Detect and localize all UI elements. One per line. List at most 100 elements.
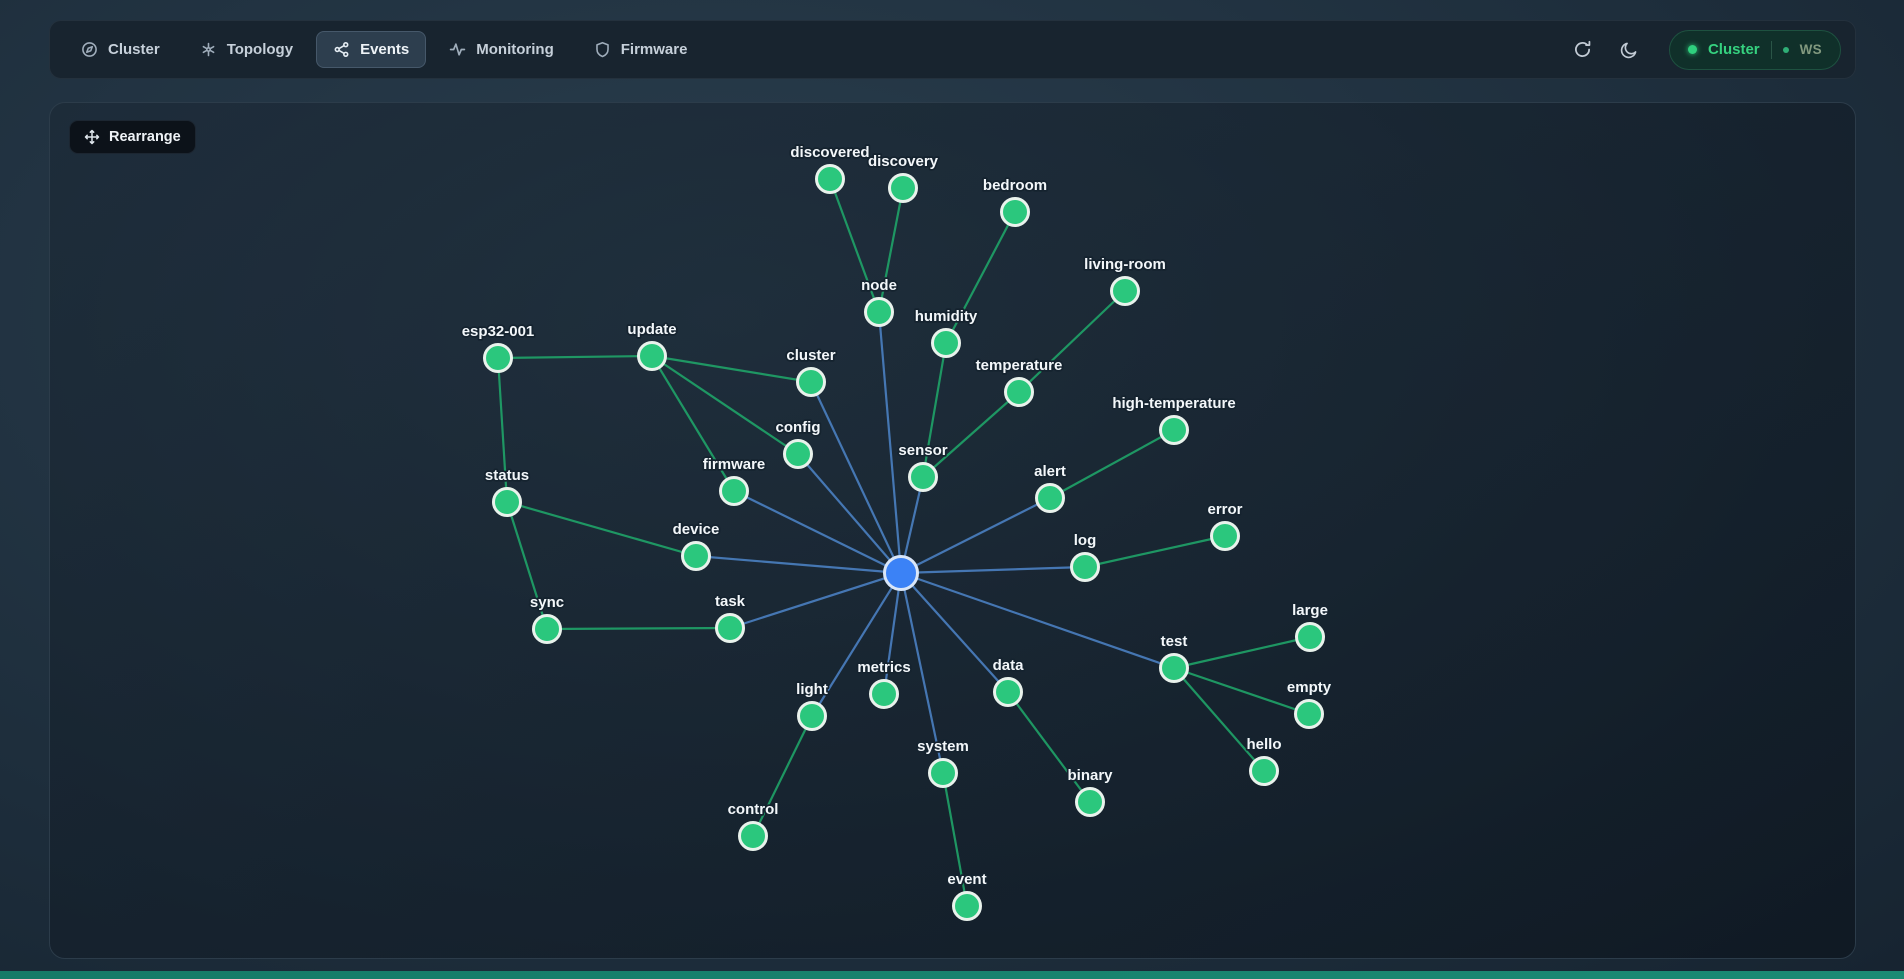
nav-item-label: Cluster: [108, 41, 160, 58]
share-icon: [333, 41, 350, 58]
compass-icon: [81, 41, 98, 58]
shield-icon: [594, 41, 611, 58]
nav-item-label: Topology: [226, 41, 294, 58]
graph-node-label-firmware: firmware: [703, 456, 766, 473]
graph-node-label-sync: sync: [530, 594, 564, 611]
graph-node-humidity[interactable]: [931, 328, 961, 358]
graph-edge-hub-test: [900, 571, 1175, 670]
graph-node-label-binary: binary: [1067, 767, 1113, 784]
graph-node-bedroom[interactable]: [1000, 197, 1030, 227]
graph-node-sync[interactable]: [532, 614, 562, 644]
graph-node-firmware[interactable]: [719, 476, 749, 506]
graph-node-esp32-001[interactable]: [483, 343, 513, 373]
graph-edge-test-large: [1173, 635, 1311, 670]
graph-edge-esp32-001-update: [497, 354, 653, 360]
graph-node-system[interactable]: [928, 758, 958, 788]
graph-node-test[interactable]: [1159, 653, 1189, 683]
graph-node-label-log: log: [1074, 532, 1097, 549]
status-badge[interactable]: Cluster WS: [1668, 29, 1841, 70]
graph-edge-sensor-temperature: [922, 391, 1020, 478]
activity-icon: [449, 41, 466, 58]
graph-node-discovery[interactable]: [888, 173, 918, 203]
nav-item-label: Events: [360, 41, 410, 58]
graph-edge-update-firmware: [651, 355, 735, 492]
graph-node-alert[interactable]: [1035, 483, 1065, 513]
nav-items: Cluster Topology Events Monitoring Firmware: [64, 31, 710, 68]
graph-edge-hub-task: [729, 571, 902, 630]
graph-edge-hub-system: [899, 572, 945, 774]
graph-node-label-living-room: living-room: [1084, 256, 1166, 273]
graph-edge-esp32-001-status: [496, 357, 509, 503]
graph-node-label-light: light: [796, 681, 828, 698]
graph-node-hub[interactable]: [883, 555, 919, 591]
graph-node-label-temperature: temperature: [976, 357, 1063, 374]
graph-edge-test-empty: [1173, 666, 1310, 716]
nav-item-topology[interactable]: Topology: [183, 31, 310, 68]
graph-edge-hub-alert: [900, 497, 1051, 574]
graph-node-label-large: large: [1292, 602, 1328, 619]
rearrange-button[interactable]: Rearrange: [69, 120, 196, 154]
graph-node-device[interactable]: [681, 541, 711, 571]
graph-node-label-event: event: [947, 871, 986, 888]
graph-node-label-bedroom: bedroom: [983, 177, 1047, 194]
graph-edge-update-config: [651, 355, 799, 455]
ws-status-label: WS: [1799, 42, 1822, 57]
refresh-button[interactable]: [1572, 39, 1593, 60]
graph-edge-system-event: [941, 772, 969, 907]
nav-item-events[interactable]: Events: [316, 31, 427, 68]
nav-item-label: Monitoring: [476, 41, 554, 58]
graph-node-data[interactable]: [993, 677, 1023, 707]
graph-node-config[interactable]: [783, 439, 813, 469]
graph-node-log[interactable]: [1070, 552, 1100, 582]
nav-item-cluster[interactable]: Cluster: [64, 31, 177, 68]
graph-node-label-empty: empty: [1287, 679, 1332, 696]
graph-node-hello[interactable]: [1249, 756, 1279, 786]
graph-node-label-hello: hello: [1246, 736, 1281, 753]
topology-icon: [200, 41, 217, 58]
graph-edge-hub-config: [797, 453, 902, 574]
graph-node-control[interactable]: [738, 821, 768, 851]
graph-node-update[interactable]: [637, 341, 667, 371]
rearrange-label: Rearrange: [109, 129, 181, 145]
refresh-icon: [1574, 40, 1591, 58]
graph-node-label-cluster: cluster: [786, 347, 835, 364]
graph-node-label-discovery: discovery: [868, 153, 939, 170]
graph-node-label-update: update: [627, 321, 676, 338]
graph-node-light[interactable]: [797, 701, 827, 731]
graph-node-status[interactable]: [492, 487, 522, 517]
graph-node-label-control: control: [728, 801, 779, 818]
graph-node-temperature[interactable]: [1004, 377, 1034, 407]
nav-item-firmware[interactable]: Firmware: [577, 31, 705, 68]
graph-node-sensor[interactable]: [908, 462, 938, 492]
graph-node-label-status: status: [485, 467, 529, 484]
graph-node-label-config: config: [776, 419, 821, 436]
theme-toggle-button[interactable]: [1619, 40, 1639, 60]
graph-node-large[interactable]: [1295, 622, 1325, 652]
graph-node-empty[interactable]: [1294, 699, 1324, 729]
graph-node-discovered[interactable]: [815, 164, 845, 194]
graph-edge-log-error: [1084, 534, 1226, 569]
graph-node-event[interactable]: [952, 891, 982, 921]
graph-node-binary[interactable]: [1075, 787, 1105, 817]
graph-node-metrics[interactable]: [869, 679, 899, 709]
graph-node-cluster[interactable]: [796, 367, 826, 397]
graph-edge-test-hello: [1173, 667, 1265, 772]
graph-node-high-temperature[interactable]: [1159, 415, 1189, 445]
graph-node-error[interactable]: [1210, 521, 1240, 551]
graph-node-task[interactable]: [715, 613, 745, 643]
graph-edge-temperature-living-room: [1018, 290, 1126, 393]
graph-edge-hub-light: [811, 572, 902, 717]
graph-edge-alert-high-temperature: [1049, 429, 1175, 499]
graph-edge-hub-device: [695, 554, 902, 575]
graph-node-label-high-temperature: high-temperature: [1112, 395, 1235, 412]
nav-item-monitoring[interactable]: Monitoring: [432, 31, 570, 68]
graph-node-node[interactable]: [864, 297, 894, 327]
graph-node-living-room[interactable]: [1110, 276, 1140, 306]
graph-edge-light-control: [752, 715, 813, 837]
nav-right-actions: Cluster WS: [1572, 29, 1841, 70]
graph-node-label-esp32-001: esp32-001: [462, 323, 535, 340]
graph-edge-node-discovery: [877, 187, 905, 313]
graph-edge-status-device: [506, 500, 697, 558]
graph-edge-node-discovered: [828, 178, 881, 313]
